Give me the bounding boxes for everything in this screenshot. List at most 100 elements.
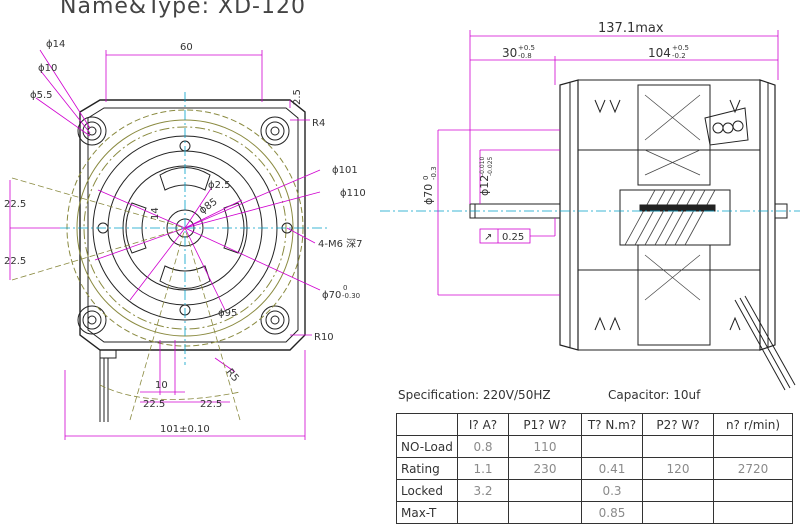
cell-torque	[581, 435, 643, 458]
dim-phi70-side-tol2: -0.3	[430, 166, 438, 180]
dim-l225b: 22.5	[4, 256, 26, 267]
table-header-cell: n? r/min)	[713, 413, 793, 436]
capacitor-coil	[704, 107, 749, 146]
dim-b225a: 22.5	[143, 399, 165, 410]
cell-p2: 120	[642, 457, 714, 480]
dim-d104-tol2: -0.2	[672, 52, 686, 60]
dim-d30: 30	[502, 46, 517, 60]
dim-d30-tol: +0.5	[518, 44, 535, 52]
table-header-cell: T? N.m?	[581, 413, 643, 436]
cell-p1	[508, 501, 582, 524]
cell-speed	[713, 501, 793, 524]
lead-wires	[99, 358, 109, 422]
table-header-row: I? A? P1? W? T? N.m? P2? W? n? r/min)	[396, 413, 793, 436]
dim-b225b: 22.5	[200, 399, 222, 410]
corner-boss-tr	[260, 116, 290, 146]
side-winding-lower	[637, 244, 711, 346]
cell-torque: 0.41	[581, 457, 643, 480]
cell-p2	[642, 479, 714, 502]
side-lead-wires	[734, 295, 796, 391]
rotor-hatch	[624, 189, 716, 246]
table-row: Max-T 0.85	[396, 501, 793, 524]
dim-phi14: ϕ14	[46, 39, 65, 50]
table-header-cell: P1? W?	[508, 413, 582, 436]
table-header-cell: I? A?	[457, 413, 509, 436]
dim-max137: 137.1max	[598, 21, 664, 36]
dim-phi10: ϕ10	[38, 63, 57, 74]
runout-symbol: ↗	[484, 232, 492, 243]
row-label: Rating	[396, 457, 458, 480]
dim-l225a: 22.5	[4, 199, 26, 210]
side-shaft-rear	[774, 203, 788, 219]
cell-p1	[508, 479, 582, 502]
front-view	[66, 99, 306, 422]
side-endcap-left	[559, 79, 579, 351]
dim-phi85a: ϕ85	[197, 196, 219, 216]
table-row: Locked 3.2 0.3	[396, 479, 793, 502]
cell-current: 0.8	[457, 435, 509, 458]
side-dim-labels: 137.1max 30 +0.5 -0.8 104 +0.5 -0.2 ϕ70 …	[422, 21, 689, 243]
capacitor-text: Capacitor: 10uf	[608, 388, 701, 402]
dim-phi70-side-tol: 0	[422, 176, 430, 180]
dim-phi70: ϕ70	[322, 290, 341, 301]
dim-r4: R4	[312, 118, 325, 129]
drawing-title: Name&Type: XD-120	[60, 0, 306, 19]
dim-r5: R5	[224, 367, 241, 384]
side-dimensions	[437, 30, 779, 296]
table-header-cell: P2? W?	[642, 413, 714, 436]
dim-phi110: ϕ110	[340, 188, 366, 199]
corner-boss-br	[260, 305, 290, 335]
cell-p2	[642, 435, 714, 458]
dim-w60: 60	[180, 42, 193, 53]
side-slot-marks	[594, 99, 741, 331]
cell-p1: 110	[508, 435, 582, 458]
specification-text: Specification: 220V/50HZ	[398, 388, 551, 402]
dim-phi12-tol2: -0.025	[487, 156, 494, 176]
performance-table: I? A? P1? W? T? N.m? P2? W? n? r/min) NO…	[396, 413, 793, 524]
dim-d30-tol2: -0.8	[518, 52, 532, 60]
row-label: Locked	[396, 479, 458, 502]
cell-speed	[713, 479, 793, 502]
front-dim-labels: ϕ14 ϕ10 ϕ5.5 60 2.5 R4 ϕ101 ϕ110 ϕ2.5 ϕ8…	[4, 39, 366, 435]
dim-d104: 104	[648, 46, 671, 60]
dim-phi12-tol: -0.010	[479, 156, 486, 176]
front-centerlines	[60, 92, 330, 365]
corner-boss-bl	[77, 305, 107, 335]
cell-p1: 230	[508, 457, 582, 480]
row-label: NO-Load	[396, 435, 458, 458]
dim-r10: R10	[314, 332, 334, 343]
cell-current	[457, 501, 509, 524]
front-dim-olive	[11, 177, 241, 421]
dim-phi70-side: ϕ70	[422, 184, 435, 205]
dim-d104-tol: +0.5	[672, 44, 689, 52]
cell-speed: 2720	[713, 457, 793, 480]
cell-current: 1.1	[457, 457, 509, 480]
winding-hatch	[644, 94, 701, 301]
side-winding-upper	[637, 84, 711, 186]
dim-phi70-tol2: -0.30	[342, 292, 360, 300]
dim-w101: 101±0.10	[160, 424, 210, 435]
dim-phi25: ϕ2.5	[208, 180, 231, 191]
side-rotor	[619, 189, 731, 246]
flange-foot	[99, 350, 117, 359]
cell-torque: 0.85	[581, 501, 643, 524]
cell-torque: 0.3	[581, 479, 643, 502]
dim-d10: 10	[155, 380, 168, 391]
rotor-core-band	[639, 204, 716, 212]
dim-runout: 0.25	[502, 232, 524, 243]
dim-d25: 2.5	[292, 89, 303, 105]
side-body	[577, 79, 761, 351]
table-header-cell	[396, 413, 458, 436]
cell-current: 3.2	[457, 479, 509, 502]
dim-d14: 14	[150, 207, 161, 220]
dim-phi70-tol: 0	[343, 284, 347, 292]
table-row: NO-Load 0.8 110	[396, 435, 793, 458]
dim-m6: 4-M6 深7	[318, 238, 363, 250]
dim-phi95: ϕ95	[218, 308, 237, 319]
dim-phi101: ϕ101	[332, 165, 358, 176]
front-dimensions	[9, 49, 321, 440]
row-label: Max-T	[396, 501, 458, 524]
cell-speed	[713, 435, 793, 458]
table-row: Rating 1.1 230 0.41 120 2720	[396, 457, 793, 480]
